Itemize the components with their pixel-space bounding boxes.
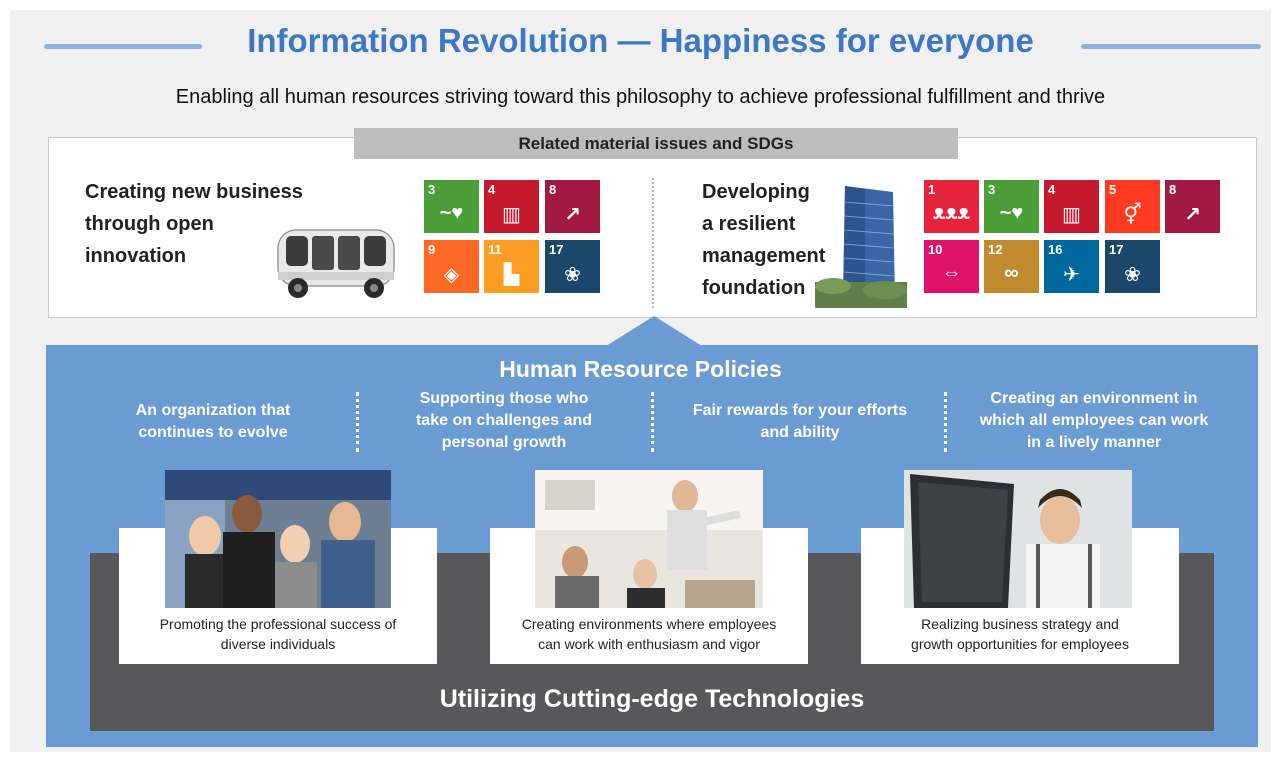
sdg-12-icon: 12∞ bbox=[984, 240, 1039, 293]
issue-right-title: Developing a resilient management founda… bbox=[702, 176, 825, 304]
initiative-card-text: Creating environments where employees ca… bbox=[490, 614, 808, 654]
team-photo bbox=[165, 470, 391, 608]
card-line: Promoting the professional success of bbox=[159, 616, 397, 632]
policy-line: Supporting those who bbox=[419, 390, 589, 407]
issue-right-title-line: management bbox=[702, 245, 826, 267]
office-building-illustration bbox=[815, 186, 907, 308]
initiative-card-text: Promoting the professional success of di… bbox=[119, 614, 437, 654]
sdg-4-icon: 4▥ bbox=[484, 180, 539, 233]
policy-challenge-growth: Supporting those who take on challenges … bbox=[368, 388, 640, 454]
material-issues-header: Related material issues and SDGs bbox=[354, 128, 958, 159]
sdg-3-icon: 3~♥ bbox=[984, 180, 1039, 233]
policy-line: Creating an environment in bbox=[990, 390, 1198, 407]
sdg-10-icon: 10⇔ bbox=[924, 240, 979, 293]
sdg-11-icon: 11▙ bbox=[484, 240, 539, 293]
policy-fair-rewards: Fair rewards for your efforts and abilit… bbox=[660, 400, 940, 444]
issue-right-title-line: foundation bbox=[702, 277, 806, 299]
card-line: diverse individuals bbox=[220, 636, 336, 652]
office-photo bbox=[535, 470, 763, 608]
policy-line: take on challenges and bbox=[415, 412, 593, 429]
issue-right-title-line: a resilient bbox=[702, 213, 796, 235]
issue-left-title-line: through open bbox=[85, 213, 214, 235]
autonomous-bus-illustration bbox=[277, 229, 395, 298]
material-issues-divider bbox=[652, 178, 654, 308]
page-title: Information Revolution — Happiness for e… bbox=[247, 22, 1034, 59]
issue-right-title-line: Developing bbox=[702, 181, 810, 203]
policy-divider bbox=[651, 392, 654, 452]
policy-line: which all employees can work bbox=[979, 412, 1209, 429]
sdg-8-icon: 8↗ bbox=[545, 180, 600, 233]
policy-line: continues to evolve bbox=[138, 424, 288, 441]
technology-label: Utilizing Cutting-edge Technologies bbox=[439, 685, 865, 713]
policy-organization: An organization that continues to evolve bbox=[96, 400, 330, 444]
policy-line: An organization that bbox=[135, 402, 291, 419]
sdg-5-icon: 5⚥ bbox=[1105, 180, 1160, 233]
card-line: can work with enthusiasm and vigor bbox=[538, 636, 760, 652]
employee-photo bbox=[904, 470, 1132, 608]
sdg-17-icon: 17❀ bbox=[545, 240, 600, 293]
sdg-17-icon: 17❀ bbox=[1105, 240, 1160, 293]
policy-divider bbox=[944, 392, 947, 452]
sdg-8-icon: 8↗ bbox=[1165, 180, 1220, 233]
policy-line: in a lively manner bbox=[1026, 434, 1162, 451]
policy-line: Fair rewards for your efforts bbox=[692, 402, 908, 419]
title-rule-left bbox=[44, 44, 202, 49]
initiative-card-text: Realizing business strategy and growth o… bbox=[861, 614, 1179, 654]
title-rule-right bbox=[1081, 44, 1261, 49]
hr-policies-title: Human Resource Policies bbox=[499, 356, 782, 382]
sdg-16-icon: 16✈ bbox=[1044, 240, 1099, 293]
policy-lively-environment: Creating an environment in which all emp… bbox=[952, 388, 1236, 454]
connector-arrow bbox=[606, 316, 702, 346]
card-line: Creating environments where employees bbox=[521, 616, 777, 632]
policy-divider bbox=[356, 392, 359, 452]
issue-left-title: Creating new business through open innov… bbox=[85, 176, 303, 272]
policy-line: personal growth bbox=[441, 434, 567, 451]
card-line: growth opportunities for employees bbox=[911, 636, 1129, 652]
card-line: Realizing business strategy and bbox=[921, 616, 1119, 632]
issue-left-title-line: Creating new business bbox=[85, 181, 303, 203]
sdg-9-icon: 9◈ bbox=[424, 240, 479, 293]
page-subtitle: Enabling all human resources striving to… bbox=[175, 86, 1106, 108]
sdg-3-icon: 3~♥ bbox=[424, 180, 479, 233]
issue-left-title-line: innovation bbox=[85, 245, 187, 267]
policy-line: and ability bbox=[760, 424, 840, 441]
sdg-4-icon: 4▥ bbox=[1044, 180, 1099, 233]
